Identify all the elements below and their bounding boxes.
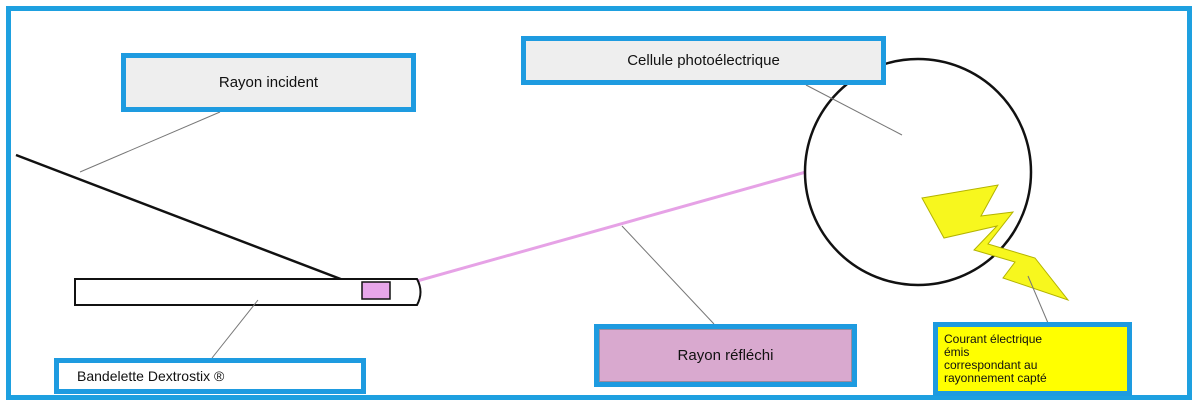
- leader-line-bandelette: [211, 299, 259, 359]
- label-rayon-incident-text: Rayon incident: [218, 74, 319, 91]
- label-bandelette: Bandelette Dextrostix ®: [54, 358, 366, 394]
- leader-line-cellule: [805, 84, 903, 136]
- diagram-frame: [6, 6, 1192, 400]
- label-courant-electrique: Courant électrique émis correspondant au…: [933, 322, 1132, 396]
- test-strip: [74, 278, 422, 306]
- label-courant-text: Courant électrique émis correspondant au…: [938, 327, 1127, 391]
- label-rayon-reflechi-text: Rayon réfléchi: [599, 329, 852, 382]
- label-cellule-photoelectrique: Cellule photoélectrique: [521, 36, 886, 85]
- leader-line-incident: [79, 111, 221, 173]
- label-bandelette-text: Bandelette Dextrostix ®: [77, 368, 225, 384]
- reflected-ray: [384, 170, 807, 292]
- incident-ray: [15, 153, 373, 293]
- leader-line-reflechi: [621, 225, 715, 325]
- lightning-bolt-icon: [921, 184, 1070, 302]
- label-rayon-reflechi: Rayon réfléchi: [594, 324, 857, 387]
- strip-reagent-pad: [361, 281, 391, 300]
- label-rayon-incident: Rayon incident: [121, 53, 416, 112]
- label-cellule-text: Cellule photoélectrique: [627, 52, 780, 69]
- leader-line-courant: [1027, 275, 1049, 324]
